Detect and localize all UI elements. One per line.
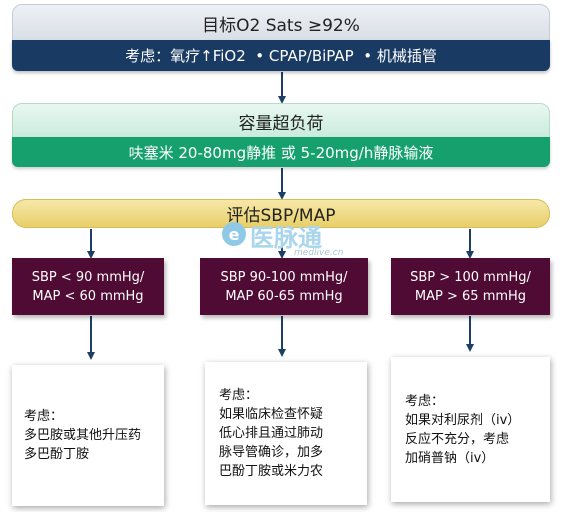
consider-mid-line: 低心排且通过肺动 xyxy=(219,426,324,441)
consider-high-line: 如果对利尿剂（iv） xyxy=(405,412,521,428)
diuretic-dosing-bar: 呋塞米 20-80mg静推 或 5-20mg/h静脉输液 xyxy=(12,137,550,167)
branch-high-bp: SBP > 100 mmHg/ MAP > 65 mmHg xyxy=(391,258,550,315)
branch-mid-map: MAP 60-65 mmHg xyxy=(225,288,343,304)
diuretic-dosing-text: 呋塞米 20-80mg静推 或 5-20mg/h静脉输液 xyxy=(128,143,434,162)
watermark-domain: medlive.cn xyxy=(294,248,344,258)
oxygen-target-header: 目标O2 Sats ≥92% xyxy=(12,4,550,42)
oxygen-therapy-options: 考虑：氧疗↑FiO2 • CPAP/BiPAP • 机械插管 xyxy=(125,47,437,65)
oxygen-therapy-bar: 考虑：氧疗↑FiO2 • CPAP/BiPAP • 机械插管 xyxy=(12,40,550,71)
volume-overload-header: 容量超负荷 xyxy=(12,103,550,139)
consider-mid-line: 巴酚丁胺或米力农 xyxy=(219,464,324,479)
consider-mid-line: 如果临床检查怀疑 xyxy=(219,407,324,422)
consider-high-heading: 考虑： xyxy=(405,393,445,409)
consider-mid-heading: 考虑： xyxy=(219,388,259,403)
oxygen-target-title: 目标O2 Sats ≥92% xyxy=(202,15,360,36)
consider-high-line: 反应不充分，考虑 xyxy=(405,431,510,447)
volume-overload-title: 容量超负荷 xyxy=(238,113,324,134)
consider-high-bp-card: 考虑： 如果对利尿剂（iv） 反应不充分，考虑 加硝普钠（iv） xyxy=(391,357,550,502)
consider-low-heading: 考虑： xyxy=(24,409,64,424)
branch-low-bp: SBP < 90 mmHg/ MAP < 60 mmHg xyxy=(12,258,164,315)
branch-high-sbp: SBP > 100 mmHg/ xyxy=(410,269,531,285)
consider-low-line: 多巴酚丁胺 xyxy=(24,447,90,462)
branch-mid-sbp: SBP 90-100 mmHg/ xyxy=(220,269,348,285)
watermark-mark: e xyxy=(222,222,246,246)
consider-mid-bp-card: 考虑： 如果临床检查怀疑 低心排且通过肺动 脉导管确诊，加多 巴酚丁胺或米力农 xyxy=(205,362,367,505)
watermark-logo: e 医脉通 medlive.cn xyxy=(222,218,382,266)
consider-low-bp-card: 考虑： 多巴胺或其他升压药 多巴酚丁胺 xyxy=(12,365,164,506)
consider-low-line: 多巴胺或其他升压药 xyxy=(24,428,142,443)
assess-bp-title: 评估SBP/MAP xyxy=(226,206,336,226)
branch-high-map: MAP > 65 mmHg xyxy=(414,288,527,304)
consider-mid-line: 脉导管确诊，加多 xyxy=(219,445,324,460)
assess-bp-pill: 评估SBP/MAP xyxy=(12,199,550,228)
branch-mid-bp: SBP 90-100 mmHg/ MAP 60-65 mmHg xyxy=(200,258,368,315)
branch-low-sbp: SBP < 90 mmHg/ xyxy=(31,269,145,285)
branch-low-map: MAP < 60 mmHg xyxy=(32,288,144,304)
consider-high-line: 加硝普钠（iv） xyxy=(405,450,495,466)
watermark-brand: 医脉通 xyxy=(250,224,322,252)
